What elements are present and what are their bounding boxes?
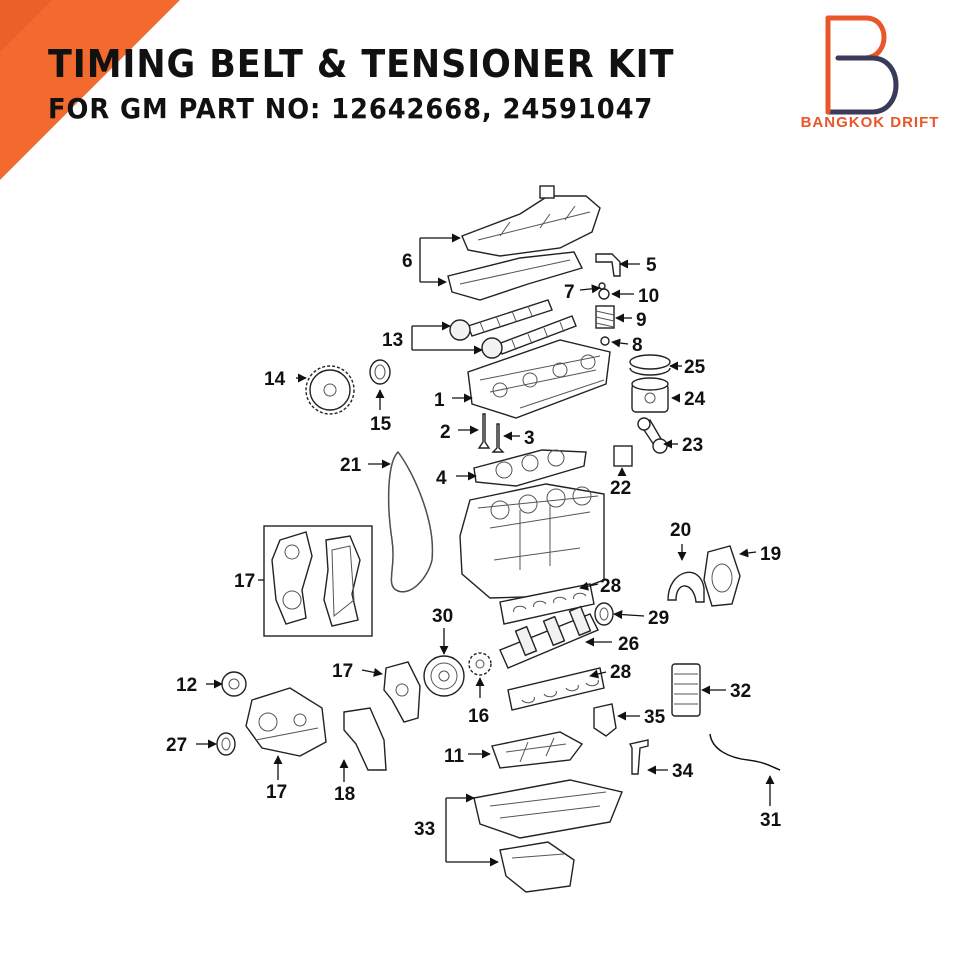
valve-3 bbox=[491, 423, 505, 453]
idler-pulley-12 bbox=[221, 671, 247, 697]
valve-retainer-10 bbox=[598, 288, 610, 300]
callout-20: 20 bbox=[670, 520, 691, 541]
front-cover-17 bbox=[383, 661, 421, 723]
seal-15 bbox=[369, 359, 391, 385]
coolant-hose-31 bbox=[709, 733, 781, 771]
callout-17-cover: 17 bbox=[332, 661, 353, 682]
callout-26: 26 bbox=[618, 634, 639, 655]
valve-cover bbox=[461, 185, 601, 257]
callout-28-lower: 28 bbox=[610, 662, 631, 683]
cover-gasket bbox=[447, 251, 583, 301]
callout-27: 27 bbox=[166, 735, 187, 756]
connecting-rod-23 bbox=[637, 417, 668, 454]
engine-block bbox=[459, 483, 605, 599]
callout-31: 31 bbox=[760, 810, 782, 831]
crank-pulley-30 bbox=[423, 655, 465, 697]
rear-main-seal-19 bbox=[703, 545, 741, 607]
callout-12: 12 bbox=[176, 675, 197, 696]
callout-23: 23 bbox=[682, 435, 703, 456]
callout-30: 30 bbox=[432, 606, 453, 627]
head-gasket bbox=[473, 449, 587, 487]
callout-9: 9 bbox=[636, 310, 647, 331]
piston-rings-25 bbox=[629, 354, 671, 376]
callout-1: 1 bbox=[434, 390, 445, 411]
rear-seal-29 bbox=[594, 602, 614, 626]
callout-29: 29 bbox=[648, 608, 669, 629]
callout-24: 24 bbox=[684, 389, 706, 410]
oil-cooler-32 bbox=[671, 663, 701, 717]
callout-22: 22 bbox=[610, 478, 631, 499]
oil-pan-upper-33 bbox=[473, 779, 623, 839]
valve-2 bbox=[477, 413, 491, 449]
cam-gear-14 bbox=[305, 365, 355, 415]
piston-24 bbox=[631, 377, 669, 413]
callout-4: 4 bbox=[436, 468, 447, 489]
oil-pump-11 bbox=[491, 731, 584, 769]
cylinder-head bbox=[467, 339, 611, 419]
callout-5: 5 bbox=[646, 255, 657, 276]
page-subtitle: FOR GM PART NO: 12642668, 24591047 bbox=[48, 92, 654, 125]
main-bearings-lower-28 bbox=[507, 667, 605, 711]
callout-16: 16 bbox=[468, 706, 489, 727]
cover-gasket-18 bbox=[343, 707, 387, 771]
callout-28-upper: 28 bbox=[600, 576, 621, 597]
oil-pump-housing-17 bbox=[245, 687, 327, 757]
page-title: TIMING BELT & TENSIONER KIT bbox=[48, 42, 675, 86]
callout-11: 11 bbox=[444, 746, 465, 767]
oil-pump-35 bbox=[593, 703, 617, 737]
dipstick-tube-34 bbox=[628, 739, 649, 775]
valve-seal-8 bbox=[600, 336, 610, 346]
seal-27 bbox=[216, 732, 236, 756]
callout-13: 13 bbox=[382, 330, 403, 351]
callout-35: 35 bbox=[644, 707, 666, 728]
crankshaft-26 bbox=[499, 605, 599, 669]
callout-15: 15 bbox=[370, 414, 392, 435]
seal-carrier-20 bbox=[667, 571, 705, 603]
callout-14: 14 bbox=[264, 369, 286, 390]
timing-cover-kit-17-box bbox=[263, 525, 373, 637]
callout-6: 6 bbox=[402, 251, 413, 272]
callout-numbers: 1 2 3 4 5 6 7 8 9 10 11 12 13 14 15 16 1… bbox=[166, 251, 782, 840]
leader-lines bbox=[196, 233, 775, 867]
brand-name: BANGKOK DRIFT bbox=[800, 114, 940, 131]
bearing-22 bbox=[613, 445, 633, 467]
callout-21: 21 bbox=[340, 455, 362, 476]
crank-gear-16 bbox=[468, 652, 492, 676]
callout-2: 2 bbox=[440, 422, 451, 443]
callout-3: 3 bbox=[524, 428, 535, 449]
callout-19: 19 bbox=[760, 544, 781, 565]
sensor-5 bbox=[595, 253, 621, 277]
callout-25: 25 bbox=[684, 357, 706, 378]
callout-32: 32 bbox=[730, 681, 751, 702]
callout-8: 8 bbox=[632, 335, 643, 356]
callout-17-box: 17 bbox=[234, 571, 255, 592]
callout-17-housing: 17 bbox=[266, 782, 287, 803]
valve-spring-9 bbox=[595, 305, 615, 329]
letter-b-logo-icon bbox=[825, 15, 899, 115]
callout-18: 18 bbox=[334, 784, 355, 805]
callout-10: 10 bbox=[638, 286, 659, 307]
camshafts bbox=[449, 299, 577, 359]
callout-34: 34 bbox=[672, 761, 694, 782]
oil-pan-lower-33 bbox=[499, 841, 575, 893]
corner-accent bbox=[0, 0, 180, 180]
callout-7: 7 bbox=[564, 282, 575, 303]
main-bearings-upper-28 bbox=[499, 583, 595, 625]
callout-33: 33 bbox=[414, 819, 435, 840]
